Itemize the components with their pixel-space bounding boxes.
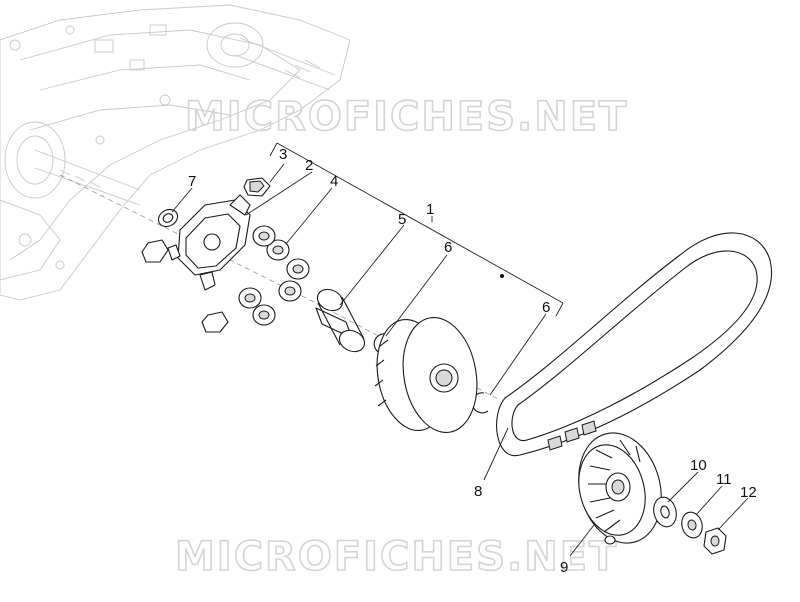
part-washer-10	[653, 496, 677, 528]
part-nut-12	[703, 527, 727, 555]
callout-12: 12	[740, 484, 757, 501]
watermark-top: MICROFICHES.NET	[185, 94, 628, 140]
watermark-bottom: MICROFICHES.NET	[175, 534, 618, 580]
part-washer-11	[681, 511, 703, 539]
part-slider-3	[141, 177, 271, 333]
callout-1: 1	[426, 201, 434, 218]
callout-8: 8	[474, 483, 482, 500]
part-drive-belt-8	[496, 232, 772, 457]
part-rollers-4	[238, 225, 310, 326]
part-ramp-plate-2	[167, 194, 251, 291]
part-variator-pulley-1	[374, 274, 504, 434]
engine-casing-outline	[0, 4, 351, 301]
callout-7: 7	[188, 173, 196, 190]
callout-6a: 6	[444, 239, 452, 256]
assembly-bracket-end-left	[269, 142, 278, 157]
part-bushing-5	[315, 288, 366, 353]
leader-lines	[171, 163, 749, 557]
axis-centerline	[59, 174, 501, 401]
callout-11: 11	[716, 471, 732, 488]
callout-2: 2	[305, 157, 313, 174]
assembly-bracket-end-right	[555, 302, 564, 317]
callout-6b: 6	[542, 299, 550, 316]
callout-9: 9	[560, 559, 568, 576]
assembly-bracket-line	[276, 142, 564, 304]
callout-5: 5	[398, 211, 406, 228]
reference-dot	[500, 274, 504, 278]
part-washer-7	[157, 208, 179, 228]
callout-4: 4	[330, 173, 338, 190]
part-fan-pulley-9	[578, 432, 662, 545]
callout-10: 10	[690, 457, 707, 474]
callout-labels: 1 2 3 4 5 6 6 7 8 9 10 11 12	[188, 146, 757, 576]
callout-3: 3	[279, 146, 287, 163]
